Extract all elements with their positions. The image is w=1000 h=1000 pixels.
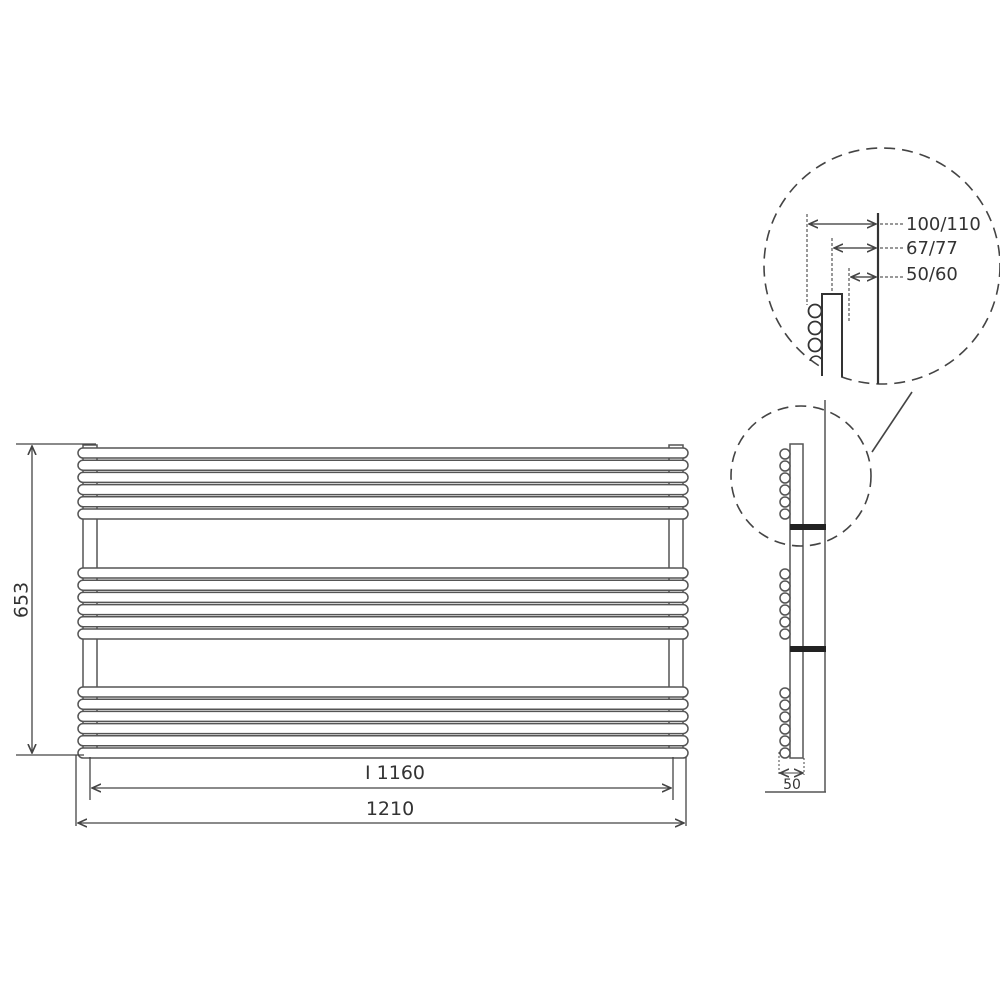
tube: [77, 447, 689, 459]
tube: [77, 603, 689, 616]
tube: [77, 722, 689, 735]
tube-section: [779, 616, 791, 628]
detail-view: [806, 213, 903, 384]
tube-section: [779, 472, 791, 484]
tube-section: [779, 580, 791, 592]
tube: [77, 735, 689, 747]
tube-section: [779, 747, 791, 759]
tube-section: [779, 484, 791, 496]
tube-section: [779, 592, 791, 604]
bracket-bottom: [790, 646, 826, 652]
tube: [77, 496, 689, 508]
tube-section: [779, 628, 791, 640]
tube: [77, 747, 689, 759]
side-view: [765, 400, 826, 793]
tube-section: [779, 604, 791, 616]
tube: [77, 628, 689, 640]
inner-width-label: I 1160: [365, 762, 425, 784]
tube-section: [779, 460, 791, 472]
tube: [77, 579, 689, 591]
tube: [77, 567, 689, 579]
outer-width-label: 1210: [366, 798, 414, 820]
tube: [77, 471, 689, 484]
tube: [77, 616, 689, 628]
tube: [77, 686, 689, 698]
tube-section: [779, 568, 791, 580]
tube: [77, 508, 689, 520]
bracket-top: [790, 524, 826, 530]
tube: [77, 483, 689, 496]
tube-section: [779, 496, 791, 508]
tube: [77, 459, 689, 471]
detail-marker-circle: [730, 405, 872, 547]
horizontal-tubes: [77, 447, 689, 759]
wall-distance-label-2: 67/77: [906, 238, 958, 259]
detail-circle: [763, 147, 1000, 385]
side-tube-circles: [779, 448, 791, 759]
height-dimension: [16, 443, 96, 756]
tube: [77, 591, 689, 604]
side-collector: [789, 443, 804, 759]
tube: [77, 710, 689, 723]
tube-section: [779, 711, 791, 723]
wall-distance-label-3: 50/60: [906, 264, 958, 285]
tube-section: [779, 735, 791, 747]
front-view: [77, 444, 689, 759]
width-dimensions: [75, 755, 687, 826]
tube: [77, 698, 689, 710]
depth-label: 50: [783, 777, 801, 793]
wall-distance-label-1: 100/110: [906, 214, 981, 235]
tube-section: [779, 448, 791, 460]
tube-section: [779, 687, 791, 699]
tube-section: [779, 699, 791, 711]
tube-section: [779, 723, 791, 735]
depth-dimension: [778, 752, 805, 775]
height-label: 653: [11, 582, 33, 618]
detail-leader-line: [871, 391, 913, 453]
tube-section: [779, 508, 791, 520]
